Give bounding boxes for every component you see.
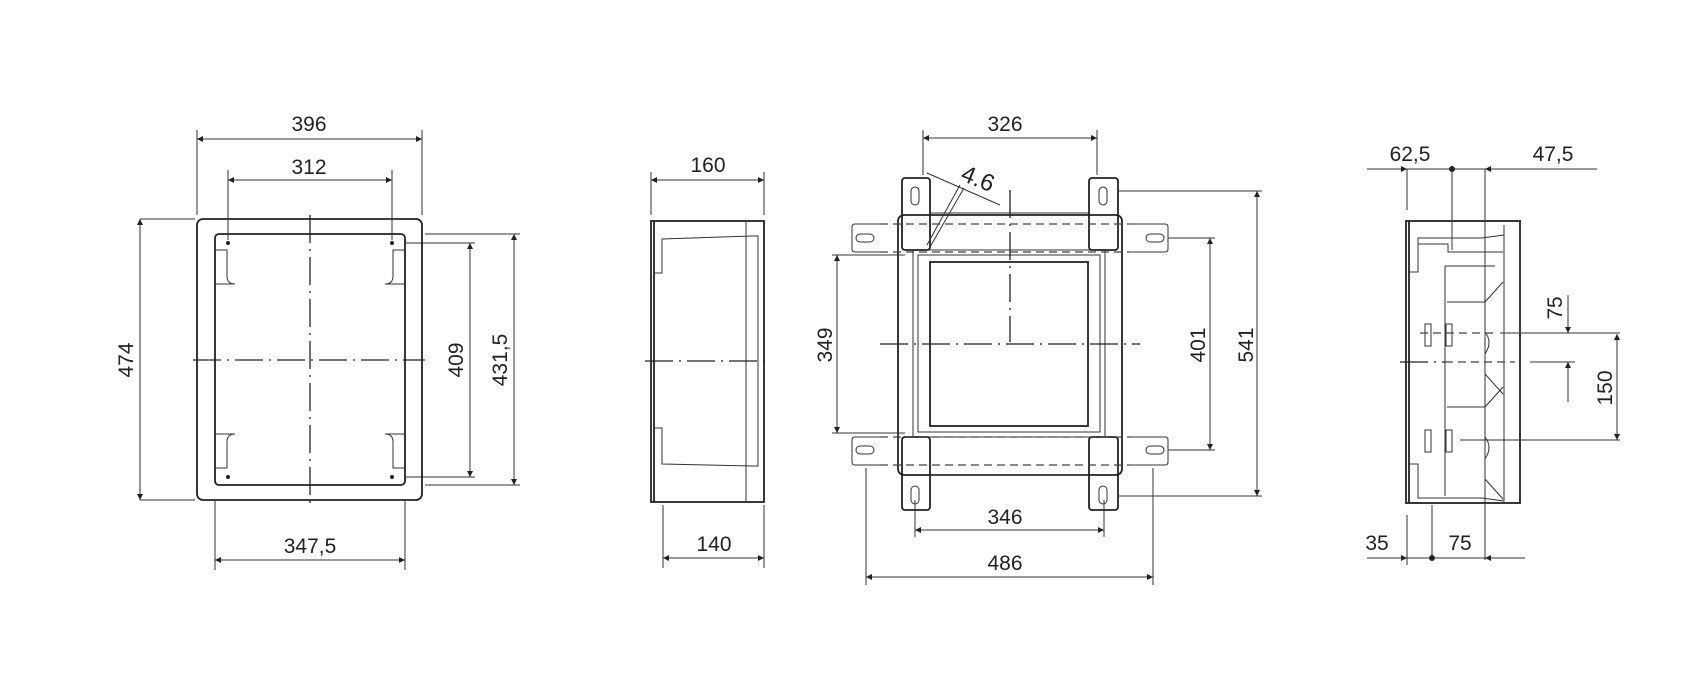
dim-431-5: 431,5 bbox=[489, 334, 512, 387]
dim-396: 396 bbox=[291, 113, 326, 136]
mounting-tab-left-top bbox=[851, 223, 880, 253]
dim-486: 486 bbox=[987, 552, 1022, 575]
dim-346: 346 bbox=[987, 506, 1022, 529]
dim-150: 150 bbox=[1594, 370, 1617, 405]
dim-47-5: 47,5 bbox=[1533, 143, 1574, 166]
front-view: 396 312 474 409 431,5 347,5 bbox=[115, 113, 520, 570]
dim-140: 140 bbox=[696, 533, 731, 556]
dim-35: 35 bbox=[1365, 532, 1388, 555]
mounting-tab-right-bottom bbox=[1130, 436, 1169, 466]
side-view: 160 140 bbox=[645, 154, 770, 568]
dim-347-5: 347,5 bbox=[284, 535, 337, 558]
dim-312: 312 bbox=[291, 156, 326, 179]
mounting-view: 326 4.6 349 401 541 346 486 bbox=[814, 113, 1262, 585]
dim-349: 349 bbox=[814, 327, 837, 362]
dim-409: 409 bbox=[445, 342, 468, 377]
dim-62-5: 62,5 bbox=[1390, 143, 1431, 166]
dim-160: 160 bbox=[690, 154, 725, 177]
mounting-tab-right-top bbox=[1130, 223, 1169, 253]
section-view: 62,5 47,5 35 75 75 150 bbox=[1365, 143, 1620, 565]
mounting-tab-left-bottom bbox=[851, 436, 880, 466]
mounting-flange-top-left bbox=[901, 177, 931, 251]
dim-326: 326 bbox=[987, 113, 1022, 136]
dim-75-vertical: 75 bbox=[1544, 296, 1567, 319]
dim-541: 541 bbox=[1235, 327, 1258, 362]
dim-4-6: 4.6 bbox=[957, 160, 998, 198]
dim-75-bottom: 75 bbox=[1448, 532, 1471, 555]
reference-dot-top bbox=[1449, 166, 1455, 172]
dim-474: 474 bbox=[115, 342, 138, 377]
mounting-flange-bottom-left bbox=[901, 436, 931, 511]
mounting-flange-bottom-right bbox=[1088, 436, 1119, 511]
reference-dot-bottom bbox=[1429, 555, 1435, 561]
dim-401: 401 bbox=[1187, 327, 1210, 362]
mounting-flange-top-right bbox=[1088, 177, 1119, 251]
